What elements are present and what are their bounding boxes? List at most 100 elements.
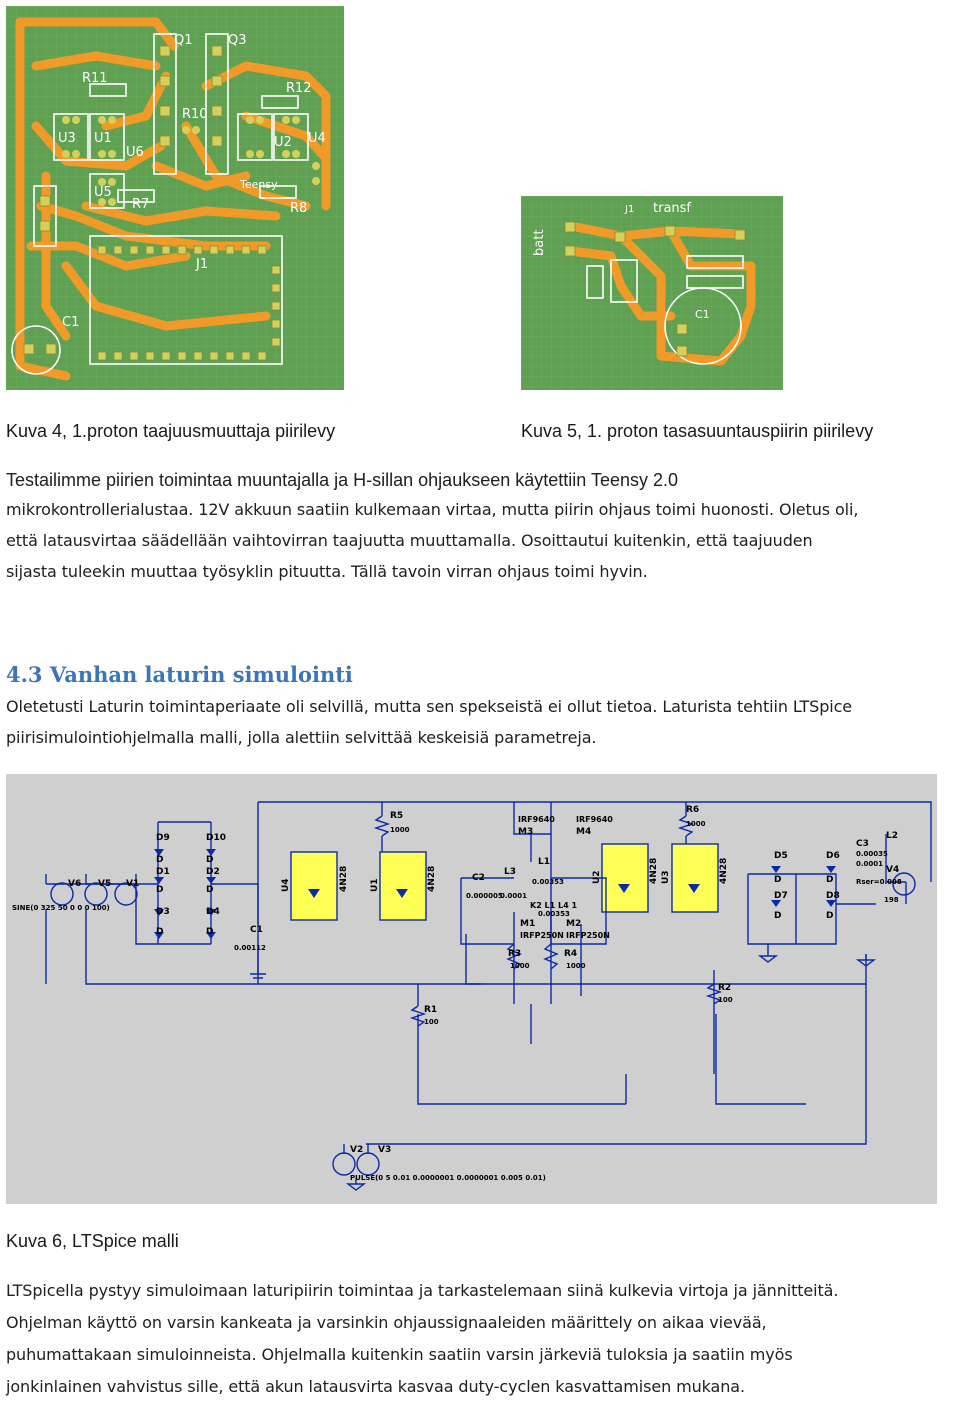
pcb-label-u1: U1 — [94, 131, 112, 146]
lt-v4-value: 198 — [884, 896, 899, 904]
lt-m1-type: IRFP250N — [520, 931, 564, 940]
lt-d4: D4 — [206, 907, 220, 917]
pcb-label-j1: J1 — [195, 257, 208, 272]
paragraph-ltspice: LTSpicella pystyy simuloimaan laturipiir… — [6, 1275, 956, 1403]
lt-l4-value: 0.00353 — [538, 910, 570, 918]
lt-v1: V1 — [126, 879, 139, 889]
lt-r2-value: 100 — [718, 996, 733, 1004]
pcb5-label-j1: J1 — [624, 204, 634, 215]
lt-d6-type: D — [826, 875, 833, 885]
pcb-label-u2: U2 — [274, 135, 292, 150]
paragraph-line: mikrokontrollerialustaa. 12V akkuun saat… — [6, 500, 859, 519]
lt-v5: V5 — [98, 879, 111, 889]
ltspice-schematic: D9 D10 D D D1 D2 D D D3 D4 D D V6 V5 V1 … — [6, 774, 937, 1204]
paragraph-line: sijasta tuleekin muuttaa työsyklin pituu… — [6, 562, 648, 581]
lt-r2: R2 — [718, 983, 731, 993]
lt-rser: Rser=0.008 — [856, 878, 902, 886]
lt-d3-type: D — [156, 927, 163, 937]
pcb-label-u3: U3 — [58, 131, 76, 146]
lt-d6: D6 — [826, 851, 840, 861]
lt-l3: L3 — [504, 867, 516, 877]
lt-d4-type: D — [206, 927, 213, 937]
lt-u3: U3 — [661, 870, 671, 884]
pcb-rectifier-image: batt J1 transf C1 — [521, 196, 783, 390]
lt-u3-type: 4N28 — [719, 858, 729, 884]
section-heading: 4.3 Vanhan laturin simulointi — [6, 662, 353, 687]
lt-d9-type: D — [156, 855, 163, 865]
lt-l1: L1 — [538, 857, 550, 867]
lt-d2: D2 — [206, 867, 220, 877]
lt-r1: R1 — [424, 1005, 437, 1015]
paragraph-line: piirisimulointiohjelmalla malli, jolla a… — [6, 728, 597, 747]
pcb-label-u5: U5 — [94, 185, 112, 200]
lt-d7: D7 — [774, 891, 788, 901]
paragraph-line: Testailimme piirien toimintaa muuntajall… — [6, 470, 679, 490]
lt-m3-type: IRF9640 — [518, 815, 555, 824]
pcb-label-r10: R10 — [182, 107, 208, 122]
figure4-caption: Kuva 4, 1.proton taajuusmuuttaja piirile… — [6, 421, 336, 441]
pcb5-label-batt: batt — [532, 230, 547, 256]
pcb-label-u6: U6 — [126, 145, 144, 160]
lt-d1: D1 — [156, 867, 170, 877]
lt-r6-value: 1000 — [686, 820, 706, 828]
lt-r3-value: 1000 — [510, 962, 530, 970]
pcb-label-r12: R12 — [286, 81, 312, 96]
lt-m4-type: IRF9640 — [576, 815, 613, 824]
lt-m3: M3 — [518, 827, 533, 837]
paragraph-line: jonkinlainen vahvistus sille, että akun … — [6, 1377, 745, 1396]
paragraph-line: Oletetusti Laturin toimintaperiaate oli … — [6, 697, 853, 716]
pcb-label-q1: Q1 — [174, 33, 193, 48]
paragraph-line: Ohjelman käyttö on varsin kankeata ja va… — [6, 1313, 767, 1332]
lt-d3: D3 — [156, 907, 170, 917]
lt-k2: K2 L1 L4 1 — [530, 901, 577, 910]
lt-sine: SINE(0 325 50 0 0 0 100) — [12, 904, 110, 912]
pcb-board-image: Q1 Q3 R11 R12 R10 U3 U1 U6 U5 R7 U2 U4 R… — [6, 6, 344, 390]
lt-u4: U4 — [281, 878, 291, 892]
lt-r4-value: 1000 — [566, 962, 586, 970]
lt-pulse: PULSE(0 5 0.01 0.0000001 0.0000001 0.005… — [350, 1174, 546, 1182]
lt-c1-value: 0.00112 — [234, 944, 266, 952]
lt-v2: V2 — [350, 1145, 363, 1155]
lt-d8-type: D — [826, 911, 833, 921]
lt-l1-value: 0.00353 — [532, 878, 564, 886]
pcb-label-q3: Q3 — [228, 33, 247, 48]
lt-d10-type: D — [206, 855, 213, 865]
lt-d10: D10 — [206, 833, 226, 843]
lt-l2-value: 0.0001 — [856, 860, 883, 868]
lt-c3: C3 — [856, 839, 869, 849]
pcb-label-r8: R8 — [290, 201, 307, 216]
lt-d9: D9 — [156, 833, 170, 843]
lt-d1-type: D — [156, 885, 163, 895]
pcb5-label-transf: transf — [653, 201, 691, 216]
lt-u4-type: 4N28 — [339, 866, 349, 892]
lt-r5: R5 — [390, 811, 403, 821]
figure-pcb-frequency-converter: Q1 Q3 R11 R12 R10 U3 U1 U6 U5 R7 U2 U4 R… — [6, 6, 344, 390]
lt-m4: M4 — [576, 827, 591, 837]
lt-c3-value: 0.00035 — [856, 850, 888, 858]
figure5-caption: Kuva 5, 1. proton tasasuuntauspiirin pii… — [521, 421, 874, 441]
lt-d2-type: D — [206, 885, 213, 895]
pcb-label-r11: R11 — [82, 71, 108, 86]
paragraph-section-intro: Oletetusti Laturin toimintaperiaate oli … — [6, 691, 956, 753]
pcb5-label-c1: C1 — [695, 308, 710, 321]
paragraph-line: että latausvirtaa säädellään vaihtovirra… — [6, 531, 813, 550]
lt-d8: D8 — [826, 891, 840, 901]
lt-m2: M2 — [566, 919, 581, 929]
lt-m1: M1 — [520, 919, 535, 929]
lt-u2: U2 — [592, 870, 602, 884]
paragraph-line: LTSpicella pystyy simuloimaan laturipiir… — [6, 1281, 839, 1300]
figure6-caption: Kuva 6, LTSpice malli — [6, 1231, 179, 1251]
lt-d5-type: D — [774, 875, 781, 885]
pcb-label-c1: C1 — [62, 315, 79, 330]
lt-r1-value: 100 — [424, 1018, 439, 1026]
figure-pcb-rectifier: batt J1 transf C1 — [521, 196, 783, 390]
lt-c1: C1 — [250, 925, 263, 935]
lt-v3: V3 — [378, 1145, 391, 1155]
lt-c2: C2 — [472, 873, 485, 883]
lt-u2-type: 4N28 — [649, 858, 659, 884]
lt-r5-value: 1000 — [390, 826, 410, 834]
lt-m2-type: IRFP250N — [566, 931, 610, 940]
pcb-label-teensy: Teensy — [239, 178, 278, 191]
lt-u1: U1 — [370, 878, 380, 892]
pcb-label-u4: U4 — [308, 131, 326, 146]
